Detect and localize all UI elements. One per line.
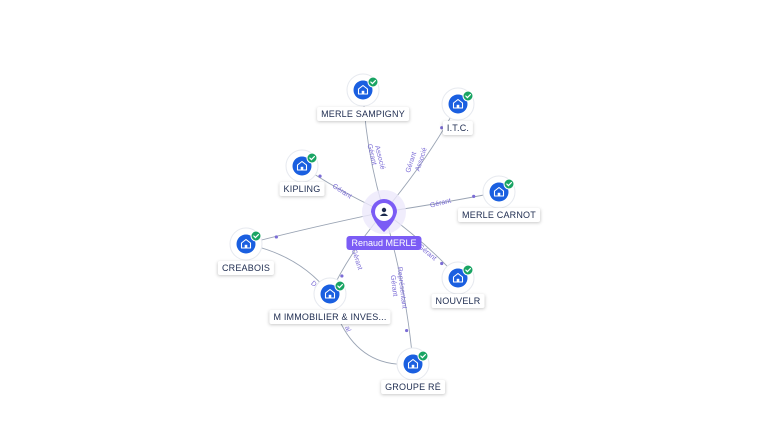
building-icon (240, 238, 252, 249)
node-circle (448, 268, 468, 288)
edge-label: Associé (414, 147, 428, 173)
node-kipling[interactable] (285, 149, 319, 183)
node-m-immobilier[interactable] (313, 277, 347, 311)
edge-arrow (405, 328, 409, 333)
node-circle (292, 156, 312, 176)
edge-label: Gérant (331, 183, 353, 201)
edge-arrow (318, 174, 322, 178)
node-merle-sampigny[interactable] (346, 73, 380, 107)
node-label-creabois[interactable]: CREABOIS (217, 261, 275, 275)
edge-label-secondary: al (343, 325, 352, 333)
node-label-itc[interactable]: I.T.C. (442, 121, 474, 135)
node-label-groupe-re[interactable]: GROUPE RÉ (381, 380, 445, 394)
node-groupe-re[interactable] (396, 347, 430, 381)
edge-label: Gérant (429, 198, 452, 210)
verified-check-icon (334, 280, 346, 292)
node-label-nouvelr[interactable]: NOUVELR (431, 294, 485, 308)
node-circle (448, 94, 468, 114)
edge-label: Di (309, 280, 319, 290)
node-creabois[interactable] (229, 227, 263, 261)
graph-nodes (229, 73, 516, 381)
edge-label: Gérant (365, 143, 377, 166)
building-icon (296, 160, 308, 171)
edge-label: Gérant (350, 248, 363, 271)
verified-check-icon (367, 76, 379, 88)
verified-check-icon (462, 264, 474, 276)
node-itc[interactable] (441, 87, 475, 121)
building-icon (357, 84, 369, 95)
building-icon (452, 98, 464, 109)
building-icon (324, 288, 336, 299)
node-merle-carnot[interactable] (482, 175, 516, 209)
node-circle (489, 182, 509, 202)
node-circle (236, 234, 256, 254)
person-icon (380, 207, 388, 216)
node-label-merle-carnot[interactable]: MERLE CARNOT (458, 208, 540, 222)
verified-check-icon (462, 90, 474, 102)
edge-arrow (440, 261, 444, 266)
verified-check-icon (306, 152, 318, 164)
node-circle (403, 354, 423, 374)
node-nouvelr[interactable] (441, 261, 475, 295)
edge-label: Gérant (389, 275, 399, 297)
verified-check-icon (250, 230, 262, 242)
node-label-merle-sampigny[interactable]: MERLE SAMPIGNY (317, 107, 409, 121)
building-icon (493, 186, 505, 197)
verified-check-icon (503, 178, 515, 190)
center-node[interactable] (362, 190, 406, 234)
node-circle (320, 284, 340, 304)
edge-arrow (340, 274, 344, 278)
node-label-m-immobilier[interactable]: M IMMOBILIER & INVES... (269, 310, 391, 324)
node-label-kipling[interactable]: KIPLING (279, 182, 325, 196)
building-icon (452, 272, 464, 283)
verified-check-icon (417, 350, 429, 362)
edge-arrow (274, 235, 278, 239)
center-node-label[interactable]: Renaud MERLE (346, 236, 422, 250)
node-circle (353, 80, 373, 100)
edge-arrow (472, 194, 476, 198)
building-icon (407, 358, 419, 369)
edge-arrow (440, 126, 444, 130)
